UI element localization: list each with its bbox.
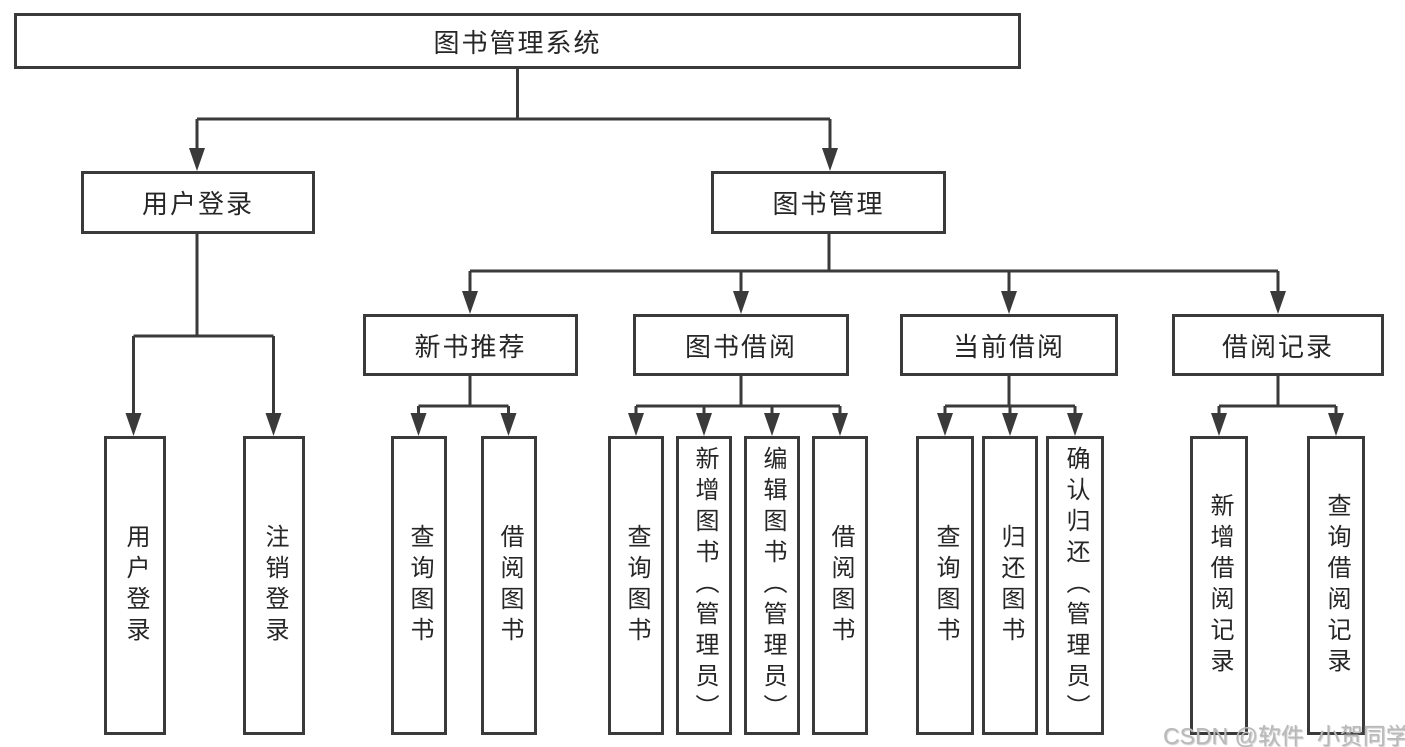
node-leaf-query-books-borrow: 查询图书 xyxy=(608,436,664,735)
node-leaf-confirm-return-admin: 确认归还（管理员） xyxy=(1046,436,1104,735)
node-label: 用户登录 xyxy=(122,523,149,648)
node-label: 图书管理系统 xyxy=(433,27,602,58)
node-label: 确认归还（管理员） xyxy=(1062,446,1089,725)
node-label: 新增图书（管理员） xyxy=(691,446,718,725)
node-borrowing-records: 借阅记录 xyxy=(1172,314,1384,376)
node-leaf-borrow-books: 借阅图书 xyxy=(812,436,868,735)
node-label: 借阅图书 xyxy=(827,523,854,648)
node-leaf-user-login: 用户登录 xyxy=(104,436,166,735)
node-leaf-borrow-books-recommend: 借阅图书 xyxy=(481,436,537,735)
node-leaf-logout: 注销登录 xyxy=(243,436,305,735)
node-label: 新增借阅记录 xyxy=(1206,492,1233,679)
node-user-login: 用户登录 xyxy=(81,171,315,234)
node-label: 当前借阅 xyxy=(952,331,1065,362)
node-leaf-query-borrow-record: 查询借阅记录 xyxy=(1307,436,1365,735)
node-book-management: 图书管理 xyxy=(711,171,946,234)
node-label: 图书管理 xyxy=(772,189,885,219)
node-leaf-add-book-admin: 新增图书（管理员） xyxy=(676,436,732,735)
node-label: 借阅图书 xyxy=(496,523,523,648)
node-leaf-query-books-current: 查询图书 xyxy=(916,436,974,735)
node-label: 编辑图书（管理员） xyxy=(759,446,786,725)
node-book-borrowing: 图书借阅 xyxy=(633,314,849,376)
node-root-system: 图书管理系统 xyxy=(14,13,1021,69)
node-leaf-edit-book-admin: 编辑图书（管理员） xyxy=(744,436,800,735)
node-label: 查询图书 xyxy=(932,523,959,648)
node-label: 借阅记录 xyxy=(1221,331,1334,362)
node-label: 查询图书 xyxy=(406,523,433,648)
node-leaf-query-books-recommend: 查询图书 xyxy=(391,436,447,735)
node-leaf-add-borrow-record: 新增借阅记录 xyxy=(1190,436,1248,735)
node-label: 新书推荐 xyxy=(414,331,527,362)
node-label: 图书借阅 xyxy=(684,331,797,362)
node-label: 查询借阅记录 xyxy=(1323,492,1350,679)
node-current-borrowing: 当前借阅 xyxy=(900,314,1118,376)
node-new-book-recommend: 新书推荐 xyxy=(363,314,578,376)
node-label: 用户登录 xyxy=(141,189,254,219)
node-label: 查询图书 xyxy=(623,523,650,648)
node-label: 归还图书 xyxy=(997,523,1024,648)
node-label: 注销登录 xyxy=(261,523,288,648)
node-leaf-return-book: 归还图书 xyxy=(982,436,1038,735)
csdn-watermark: CSDN @软件_小贺同学 xyxy=(1163,723,1405,747)
